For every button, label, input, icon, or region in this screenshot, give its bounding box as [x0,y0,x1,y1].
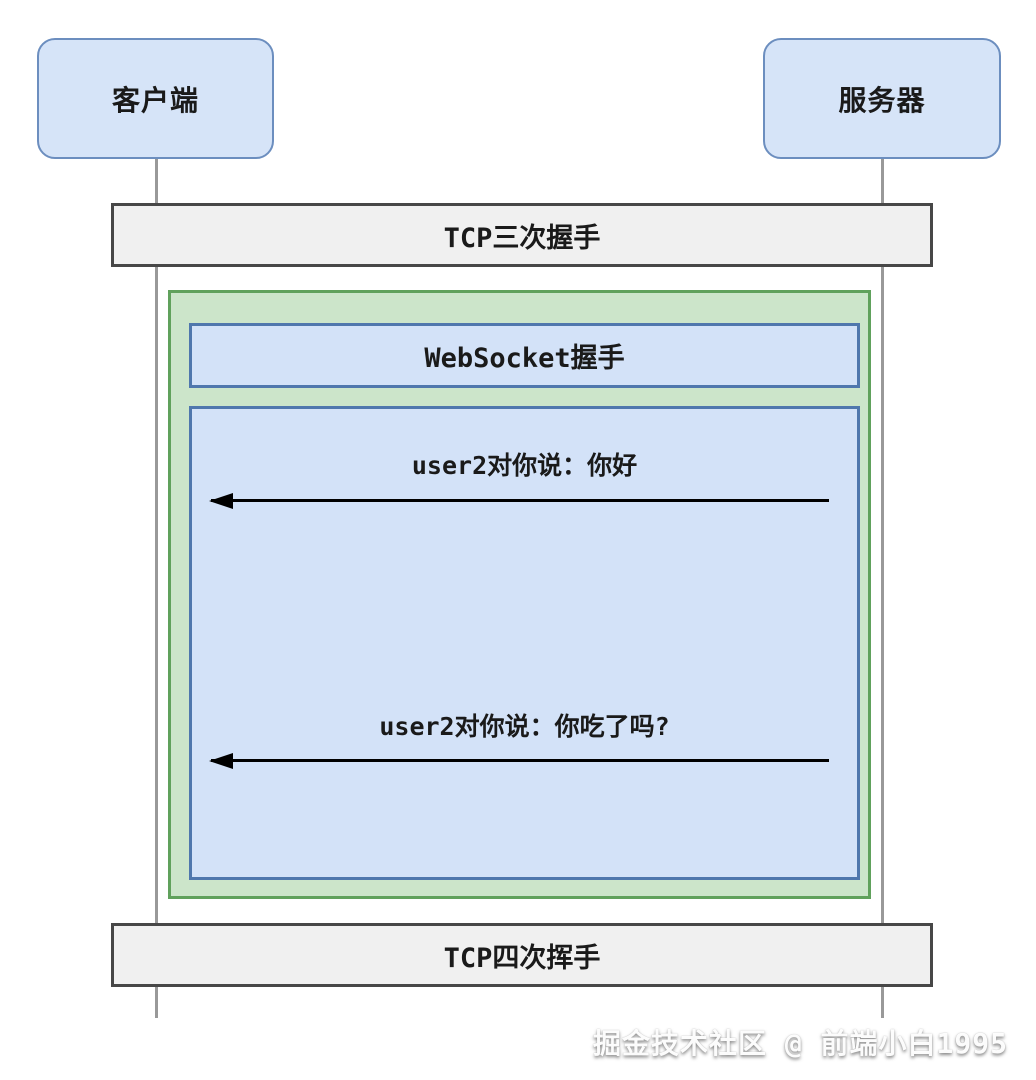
actor-client-label: 客户端 [111,83,199,117]
actor-server-label: 服务器 [838,83,926,117]
message-2-label: user2对你说：你吃了吗? [379,712,670,741]
phase-band-tcp-wave-label: TCP四次挥手 [443,942,601,974]
phase-band-tcp-handshake-label: TCP三次握手 [443,222,601,254]
actor-client: 客户端 [37,38,274,159]
lifeline-client [155,159,158,1018]
actor-server: 服务器 [763,38,1001,159]
phase-band-websocket-handshake-label: WebSocket握手 [424,343,625,374]
arrowhead-left-icon [209,492,233,509]
message-panel: user2对你说：你好 user2对你说：你吃了吗? [189,406,860,880]
phase-band-tcp-wave: TCP四次挥手 [111,923,933,987]
message-1-arrow [209,492,829,509]
lifeline-server [881,159,884,1018]
phase-band-websocket-handshake: WebSocket握手 [189,323,860,388]
message-1-label: user2对你说：你好 [411,451,638,480]
watermark: 掘金技术社区 @ 前端小白1995 [592,1027,1008,1060]
phase-band-tcp-handshake: TCP三次握手 [111,203,933,267]
websocket-session-frame: WebSocket握手 user2对你说：你好 user2对你说：你吃了吗? [168,290,871,899]
arrowhead-left-icon [209,752,233,769]
message-2-arrow [209,752,829,769]
